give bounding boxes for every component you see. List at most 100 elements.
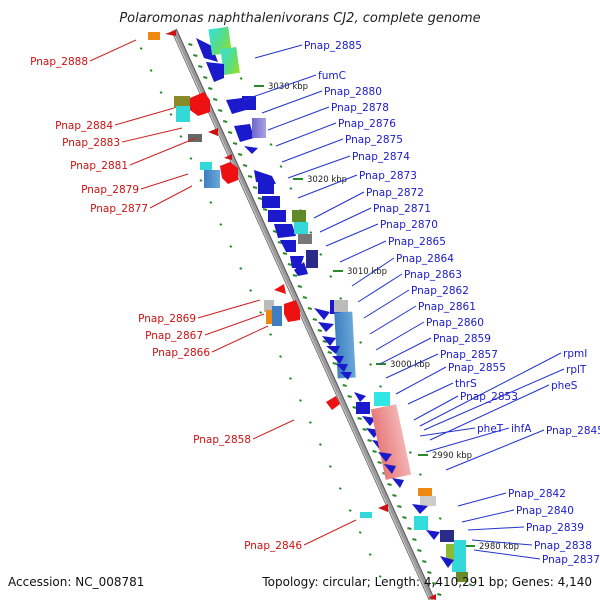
gene-block	[268, 210, 286, 222]
forward-gene-label[interactable]: fumC	[318, 70, 346, 82]
reverse-gene-label[interactable]: Pnap_2858	[193, 434, 251, 446]
forward-gene-label[interactable]: rpmI	[563, 348, 587, 360]
gene-block	[274, 224, 296, 238]
kbp-label: 3010 kbp	[347, 267, 387, 277]
tick-mark	[279, 165, 283, 168]
forward-gene-label[interactable]: Pnap_2871	[373, 203, 431, 215]
tick-mark	[368, 553, 372, 556]
forward-gene-label[interactable]: Pnap_2876	[338, 118, 396, 130]
gene-block	[326, 346, 340, 354]
forward-gene-label[interactable]: Pnap_2878	[331, 102, 389, 114]
forward-gene-label[interactable]: Pnap_2840	[516, 505, 574, 517]
forward-gene-label[interactable]: Pnap_2864	[396, 253, 454, 265]
reverse-leader-line	[89, 39, 137, 62]
reverse-gene-label[interactable]: Pnap_2881	[70, 160, 128, 172]
forward-gene-label[interactable]: Pnap_2842	[508, 488, 566, 500]
reverse-gene-label[interactable]: Pnap_2883	[62, 137, 120, 149]
tick-mark	[367, 439, 372, 442]
forward-gene-label[interactable]: Pnap_2837	[542, 554, 600, 566]
tick-mark	[169, 113, 173, 116]
gene-block	[414, 516, 428, 530]
genome-axis	[171, 28, 435, 600]
forward-gene-label[interactable]: Pnap_2859	[433, 333, 491, 345]
forward-gene-label[interactable]: Pnap_2870	[380, 219, 438, 231]
reverse-gene-label[interactable]: Pnap_2867	[145, 330, 203, 342]
forward-gene-label[interactable]: Pnap_2855	[448, 362, 506, 374]
gene-block	[292, 210, 306, 222]
reverse-leader-line	[129, 137, 197, 166]
tick-mark	[287, 263, 293, 266]
reverse-gene-label[interactable]: Pnap_2866	[152, 347, 210, 359]
forward-leader-line	[281, 138, 344, 163]
tick-mark	[369, 363, 373, 366]
forward-gene-label[interactable]: Pnap_2845	[546, 425, 600, 437]
gene-block	[426, 530, 440, 540]
tick-mark	[372, 450, 377, 453]
forward-gene-label[interactable]: Pnap_2885	[304, 40, 362, 52]
forward-gene-label[interactable]: Pnap_2861	[418, 301, 476, 313]
forward-gene-label[interactable]: Pnap_2863	[404, 269, 462, 281]
forward-leader-line	[267, 106, 330, 131]
tick-mark	[348, 509, 352, 512]
forward-gene-label[interactable]: Pnap_2865	[388, 236, 446, 248]
forward-gene-label[interactable]: Pnap_2875	[345, 134, 403, 146]
gene-block	[264, 300, 274, 312]
gene-block	[306, 250, 318, 268]
gene-blocks	[148, 26, 468, 600]
forward-gene-label[interactable]: Pnap_2873	[359, 170, 417, 182]
forward-leader-line	[243, 74, 317, 101]
forward-gene-label[interactable]: ihfA	[511, 423, 532, 435]
forward-gene-label[interactable]: Pnap_2872	[366, 187, 424, 199]
forward-gene-label[interactable]: Pnap_2874	[352, 151, 410, 163]
reverse-leader-line	[204, 313, 265, 336]
forward-leader-line	[287, 155, 351, 179]
forward-gene-label[interactable]: pheS	[551, 380, 578, 392]
tick-mark	[209, 201, 213, 204]
tick-mark	[139, 47, 143, 50]
tick-mark	[342, 384, 347, 387]
tick-mark	[249, 289, 253, 292]
forward-gene-label[interactable]: Pnap_2880	[324, 86, 382, 98]
forward-leader-line	[254, 44, 303, 59]
tick-mark	[289, 187, 293, 190]
gene-block	[378, 452, 392, 462]
gene-block	[360, 512, 372, 518]
forward-gene-label[interactable]: Pnap_2857	[440, 349, 498, 361]
forward-leader-line	[357, 273, 403, 303]
gene-block	[384, 464, 396, 474]
forward-gene-label[interactable]: Pnap_2860	[426, 317, 484, 329]
gene-block	[326, 396, 340, 410]
forward-leader-line	[461, 509, 515, 523]
kbp-label: 3000 kbp	[390, 360, 430, 370]
reverse-leader-line	[211, 325, 269, 353]
gene-block	[354, 392, 366, 402]
forward-gene-label[interactable]: pheT	[477, 423, 504, 435]
gene-labels: Pnap_2885 fumC Pnap_2880Pnap_2878Pnap_2876…	[30, 40, 600, 566]
tick-mark	[387, 483, 392, 486]
gene-block	[220, 162, 238, 184]
tick-mark	[329, 275, 333, 278]
tick-mark	[438, 517, 442, 520]
tick-mark	[322, 340, 328, 343]
genome-summary-text: Topology: circular; Length: 4,410,291 bp…	[261, 575, 592, 589]
reverse-gene-label[interactable]: Pnap_2884	[55, 120, 113, 132]
forward-gene-label[interactable]: Pnap_2853	[460, 391, 518, 403]
reverse-gene-label[interactable]: Pnap_2869	[138, 313, 196, 325]
reverse-gene-label[interactable]: Pnap_2877	[90, 203, 148, 215]
forward-gene-label[interactable]: thrS	[455, 378, 477, 390]
reverse-gene-label[interactable]: Pnap_2888	[30, 56, 88, 68]
forward-gene-label[interactable]: Pnap_2838	[534, 540, 592, 552]
kbp-label: 3030 kbp	[268, 82, 308, 92]
forward-leader-line	[395, 366, 447, 395]
reverse-gene-label[interactable]: Pnap_2879	[81, 184, 139, 196]
reverse-gene-label[interactable]: Pnap_2846	[244, 540, 302, 552]
gene-block	[165, 30, 176, 36]
tick-mark	[359, 341, 363, 344]
forward-gene-label[interactable]: Pnap_2862	[411, 285, 469, 297]
forward-gene-label[interactable]: Pnap_2839	[526, 522, 584, 534]
tick-mark	[379, 385, 382, 388]
tick-mark	[318, 443, 322, 446]
tick-mark	[179, 135, 183, 138]
gene-block	[280, 240, 296, 252]
forward-gene-label[interactable]: rplT	[566, 364, 587, 376]
